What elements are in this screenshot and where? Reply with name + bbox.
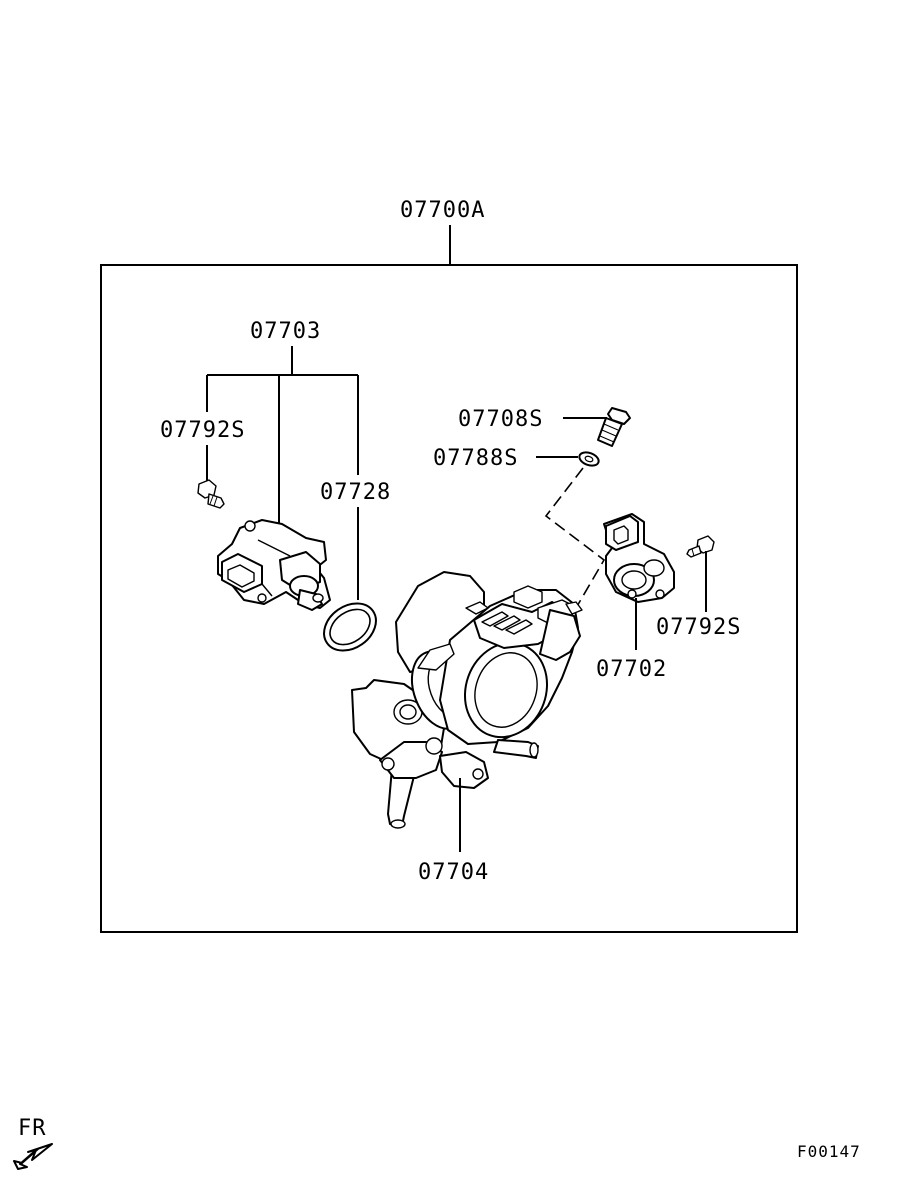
label-bolt-right: 07792S	[656, 615, 741, 640]
throttle-position-sensor	[603, 513, 675, 603]
label-idle-control-servo: 07703	[250, 319, 321, 344]
washer	[578, 451, 600, 467]
figure-code: F00147	[797, 1142, 861, 1161]
front-arrow-icon	[13, 1143, 53, 1170]
label-throttle-body: 07704	[418, 860, 489, 885]
throttle-body	[351, 571, 583, 829]
direction-indicator-label: FR	[18, 1116, 47, 1141]
label-screw: 07708S	[458, 407, 543, 432]
assembly-frame	[100, 264, 798, 933]
label-washer: 07788S	[433, 446, 518, 471]
bolt-right	[686, 535, 715, 558]
bracket-07703	[206, 346, 359, 530]
label-bolt-left: 07792S	[160, 418, 245, 443]
bolt-left	[197, 479, 225, 509]
screw	[597, 407, 631, 447]
idle-control-servo	[217, 519, 331, 611]
label-o-ring: 07728	[320, 480, 391, 505]
o-ring	[323, 602, 377, 652]
assembly-label: 07700A	[400, 198, 485, 223]
alignment-line	[544, 467, 606, 609]
label-throttle-position-sensor: 07702	[596, 657, 667, 682]
